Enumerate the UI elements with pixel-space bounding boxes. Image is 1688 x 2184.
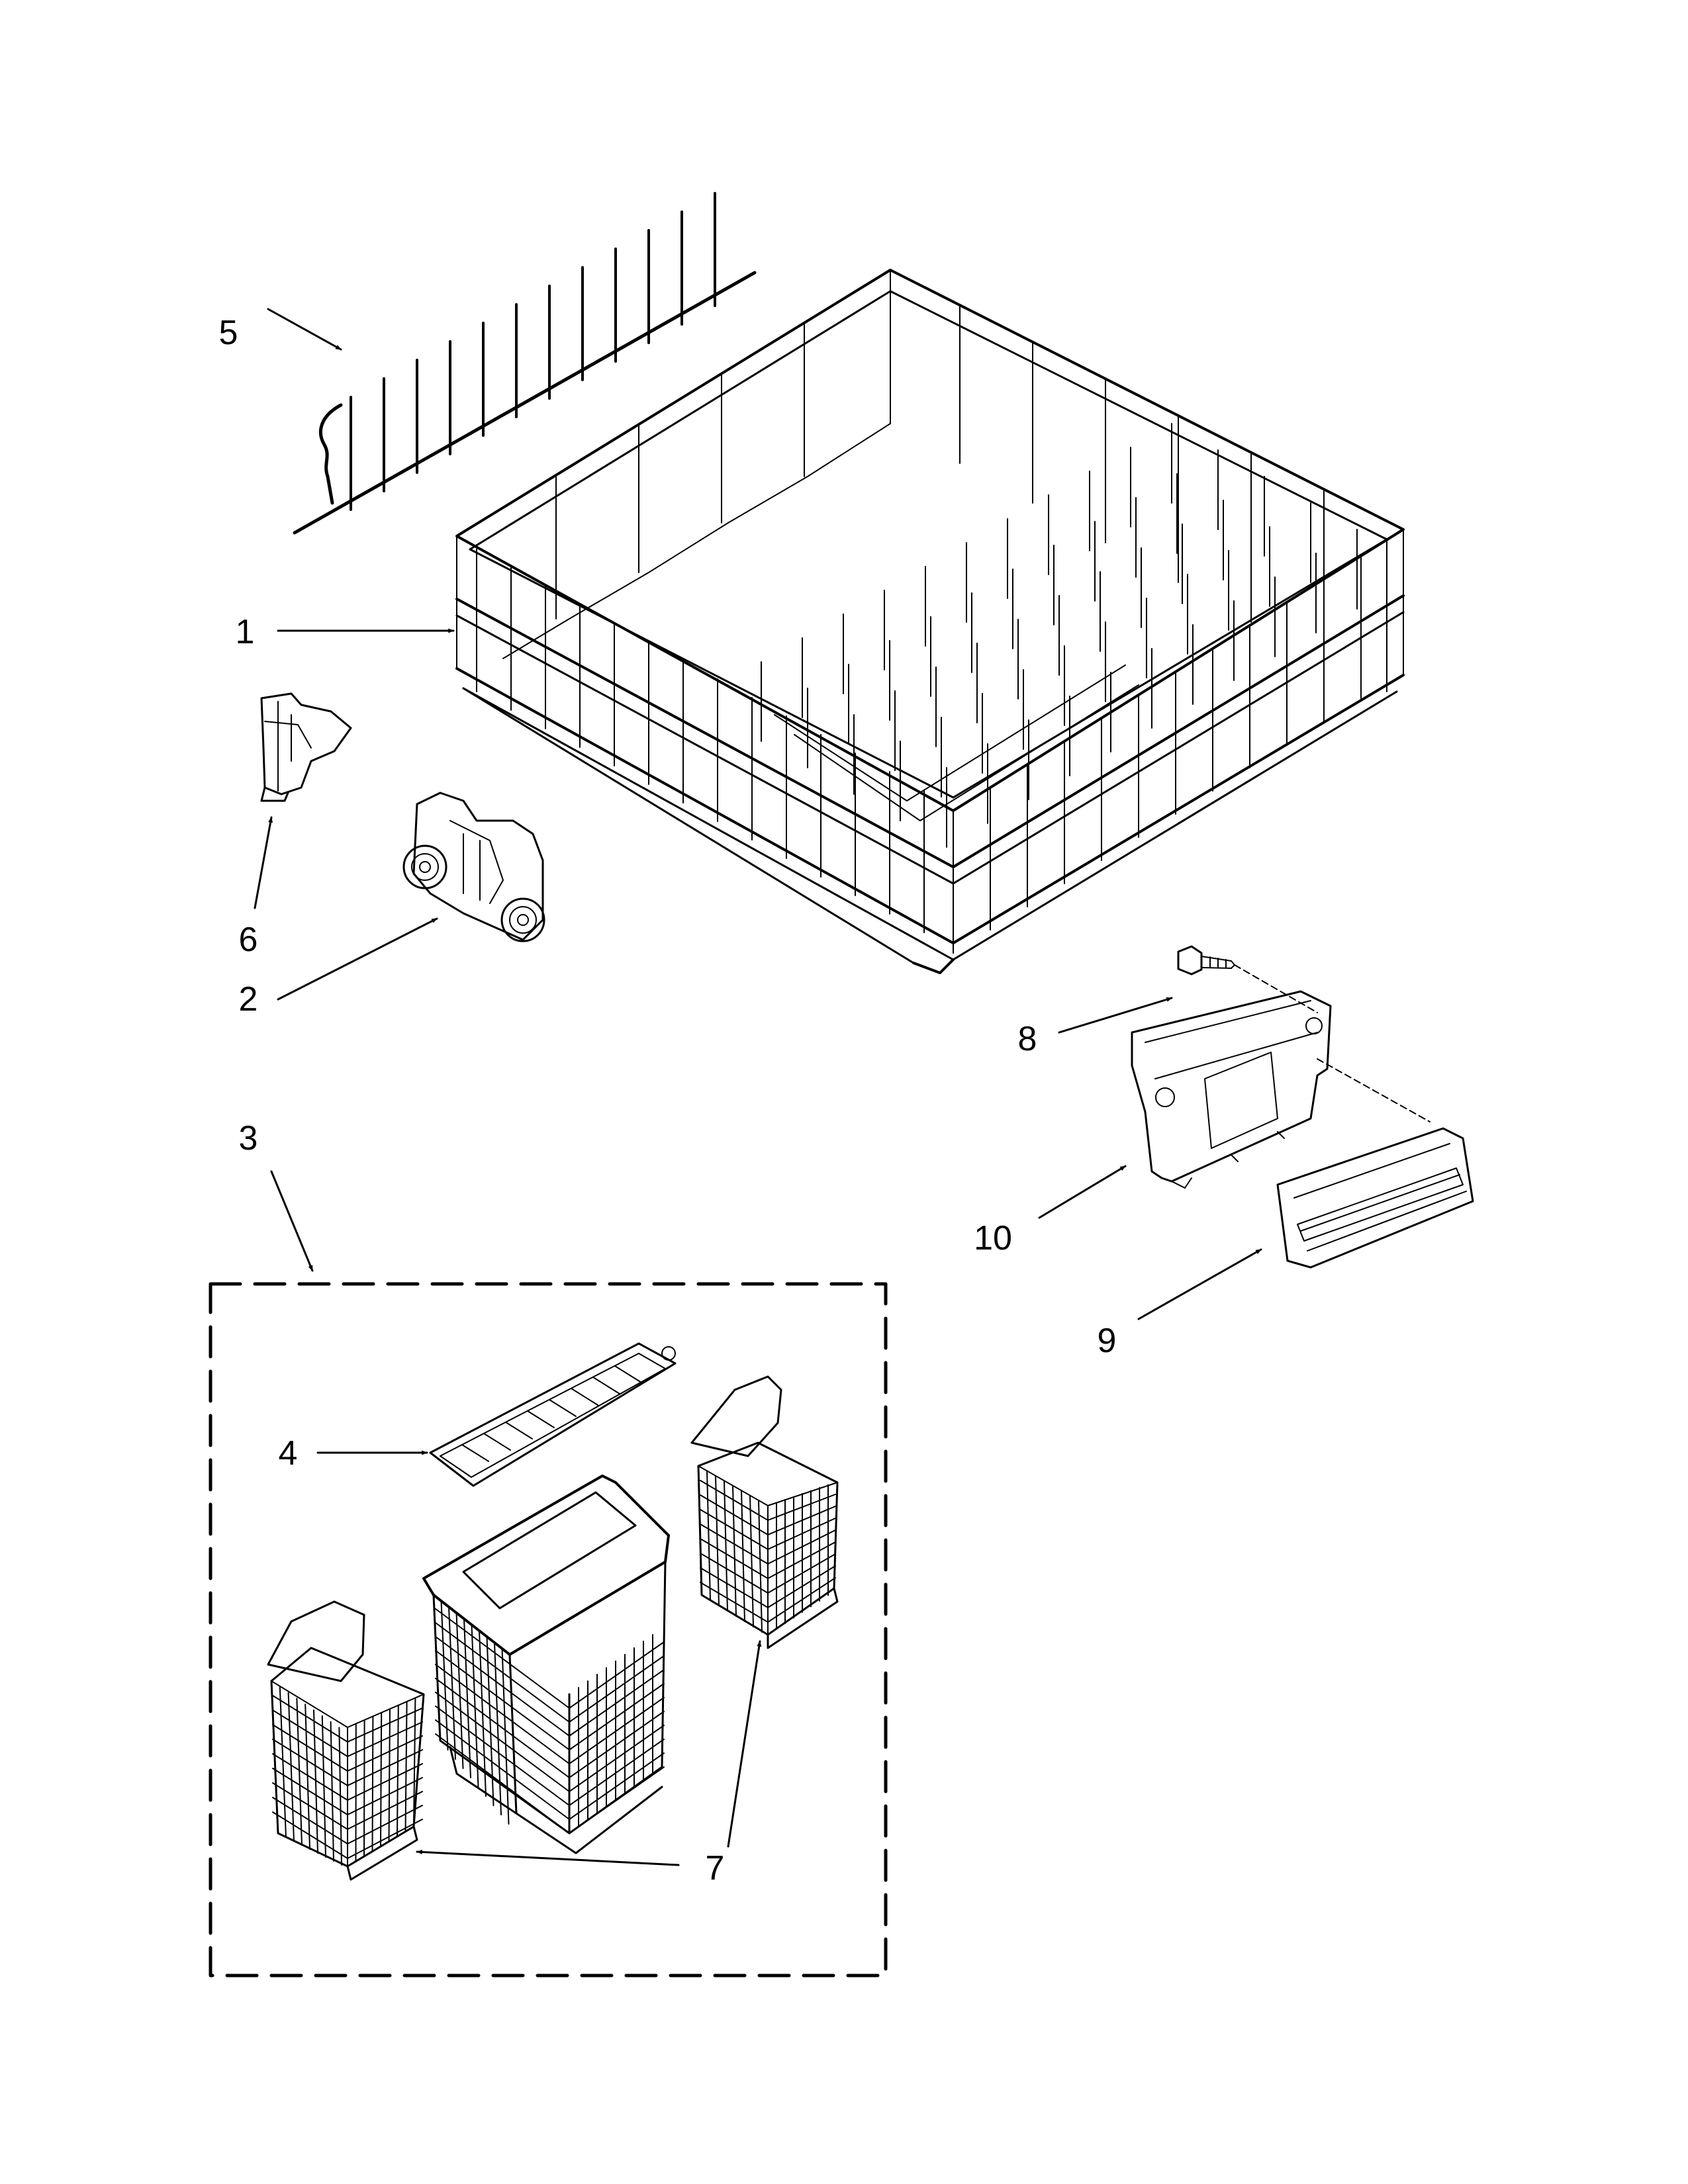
leader-7-left: [416, 1849, 680, 1866]
handle-base-part: [1131, 990, 1430, 1189]
callout-6: 6: [239, 921, 258, 959]
callout-1: 1: [236, 613, 255, 651]
leader-3: [270, 1170, 314, 1272]
callout-5: 5: [219, 314, 238, 352]
callout-labels: 5 1 6 2 3 8 10 9 4 7: [219, 314, 1117, 1888]
leader-7-right: [727, 1640, 762, 1848]
callout-4: 4: [279, 1434, 298, 1473]
leader-2: [277, 917, 438, 1001]
handle-cover-part: [1276, 1127, 1474, 1269]
callout-9: 9: [1098, 1322, 1117, 1360]
small-basket-right-part: [690, 1375, 839, 1649]
main-basket-part: [422, 1475, 670, 1854]
callout-8: 8: [1018, 1020, 1037, 1058]
wheel-carrier-part: [402, 792, 545, 942]
callout-3: 3: [239, 1119, 258, 1158]
leader-5: [267, 308, 342, 351]
leader-lines: [254, 308, 1262, 1866]
callout-10: 10: [974, 1219, 1012, 1257]
leader-10: [1038, 1165, 1127, 1219]
leader-8: [1058, 997, 1173, 1034]
callout-7: 7: [706, 1849, 725, 1888]
screw-part: [1177, 945, 1318, 1013]
basket-assembly-frame: [209, 1282, 888, 1978]
small-basket-left-part: [267, 1600, 425, 1881]
leader-9: [1137, 1248, 1262, 1320]
basket-cover-part: [429, 1342, 677, 1487]
leader-6: [254, 816, 273, 909]
dish-rack-part: [455, 269, 1405, 974]
tine-row-part: [293, 192, 757, 535]
callout-2: 2: [239, 980, 258, 1019]
clip-part: [260, 692, 352, 802]
